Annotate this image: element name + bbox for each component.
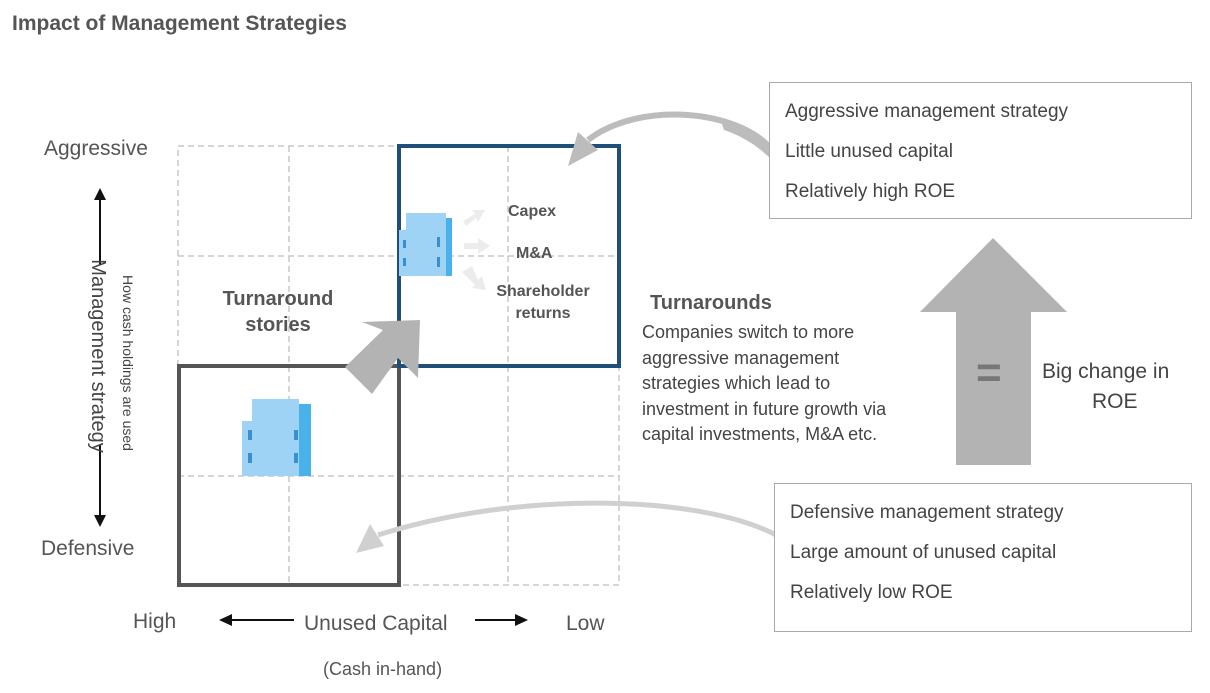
info-item: Relatively high ROE [785,181,956,202]
info-item: Relatively low ROE [790,582,953,603]
curved-arrow-bottom-icon [356,500,778,553]
building-icon [242,399,311,476]
capex-label: Capex [508,203,557,220]
y-axis-arrow-icon [94,188,106,527]
description-line: capital investments, M&A etc. [642,424,878,444]
info-item: Little unused capital [785,141,953,162]
y-axis-bottom-label: Defensive [41,537,135,560]
turnarounds-description: Companies switch to more aggressive mana… [642,320,886,448]
shareholder-returns-label: Shareholder returns [496,283,590,322]
description-line: Companies switch to more [642,322,855,342]
defensive-frame [177,364,401,587]
turnarounds-heading: Turnarounds [650,292,772,314]
building-icon [399,213,452,276]
ma-label: M&A [516,245,553,262]
description-line: investment in future growth via [642,398,887,419]
info-item: Aggressive management strategy [785,101,1069,122]
aggressive-info-box: Aggressive management strategy Little un… [769,82,1192,219]
info-item: Large amount of unused capital [790,542,1057,563]
action-arrows-icon [462,210,490,290]
y-axis-top-label: Aggressive [44,137,148,160]
y-axis-label-main: Management strategy [87,259,109,453]
x-axis-sublabel: (Cash in-hand) [323,659,443,679]
roe-change-label-line2: ROE [1092,390,1138,413]
info-item: Defensive management strategy [790,502,1064,523]
turnaround-arrow-icon [345,320,420,394]
x-axis-right-label: Low [566,612,605,635]
x-axis-left-label: High [133,610,177,633]
roe-up-arrow-icon [920,238,1067,465]
page-title: Impact of Management Strategies [12,12,347,35]
curved-arrow-top-icon [568,111,775,166]
turnaround-stories-label: Turnaround stories [222,288,334,336]
roe-change-label-line1: Big change in [1042,360,1170,383]
x-axis-label: Unused Capital [304,612,448,635]
description-line: aggressive management [642,347,840,368]
y-axis-label-sub: How cash holdings are used [120,275,136,451]
equals-sign: = [976,348,1002,397]
defensive-info-box: Defensive management strategy Large amou… [774,483,1192,632]
x-axis-arrow-icon [219,614,528,626]
description-line: strategies which lead to [642,373,831,393]
